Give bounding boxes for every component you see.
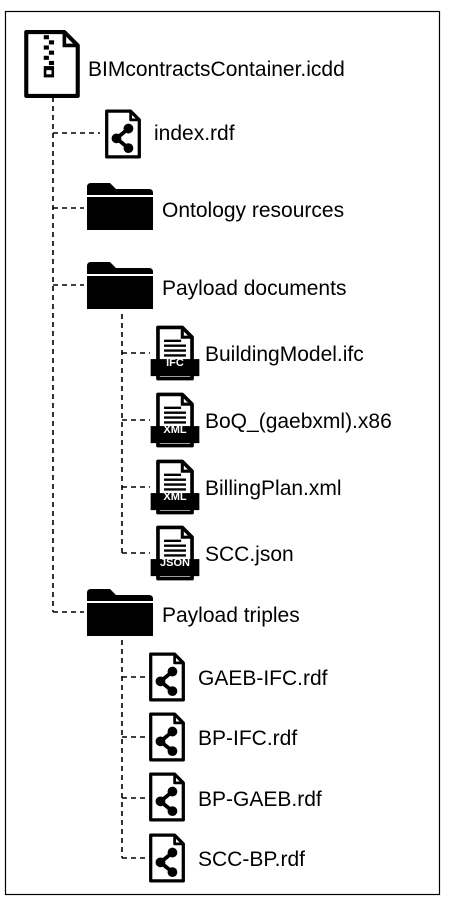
triple-file-node: BP-IFC.rdf bbox=[148, 712, 297, 762]
rdf-file-icon bbox=[148, 772, 186, 822]
rdf-file-icon bbox=[148, 712, 186, 762]
file-type-badge: XML bbox=[163, 424, 187, 436]
document-file-node: IFC BuildingModel.ifc bbox=[150, 325, 364, 381]
folder-icon bbox=[86, 587, 154, 638]
triple-file-node: GAEB-IFC.rdf bbox=[148, 652, 328, 702]
index-rdf-label: index.rdf bbox=[154, 122, 235, 145]
file-type-badge: JSON bbox=[160, 557, 190, 569]
file-type-badge: IFC bbox=[166, 357, 184, 369]
index-rdf-node: index.rdf bbox=[104, 109, 235, 159]
ontology-resources-label: Ontology resources bbox=[162, 199, 344, 222]
ontology-resources-node: Ontology resources bbox=[86, 182, 344, 231]
document-file-label: BuildingModel.ifc bbox=[205, 343, 364, 366]
document-file-label: BoQ_(gaebxml).x86 bbox=[205, 410, 392, 433]
tree-connectors bbox=[52, 97, 150, 859]
container-label: BIMcontractsContainer.icdd bbox=[88, 58, 345, 81]
diagram-frame bbox=[4, 10, 441, 896]
triple-file-node: BP-GAEB.rdf bbox=[148, 772, 322, 822]
triple-file-node: SCC-BP.rdf bbox=[148, 833, 305, 883]
rdf-file-icon bbox=[148, 833, 186, 883]
document-file-node: XML BoQ_(gaebxml).x86 bbox=[150, 392, 392, 448]
document-file-label: SCC.json bbox=[205, 543, 294, 566]
rdf-file-icon bbox=[148, 652, 186, 702]
document-icon bbox=[150, 325, 200, 381]
document-icon bbox=[150, 392, 200, 448]
triple-file-label: SCC-BP.rdf bbox=[198, 848, 305, 871]
payload-triples-label: Payload triples bbox=[162, 604, 300, 627]
document-icon bbox=[150, 459, 200, 515]
payload-documents-node: Payload documents bbox=[86, 260, 346, 311]
container-node: BIMcontractsContainer.icdd bbox=[26, 32, 345, 96]
folder-icon bbox=[86, 182, 154, 231]
document-file-label: BillingPlan.xml bbox=[205, 477, 342, 500]
triple-file-label: BP-IFC.rdf bbox=[198, 727, 297, 750]
document-file-node: XML BillingPlan.xml bbox=[150, 459, 342, 515]
triple-file-label: BP-GAEB.rdf bbox=[198, 788, 322, 811]
payload-triples-node: Payload triples bbox=[86, 587, 300, 638]
folder-icon bbox=[86, 260, 154, 311]
zip-file-icon bbox=[26, 32, 77, 96]
rdf-file-icon bbox=[104, 109, 142, 159]
document-file-node: JSON SCC.json bbox=[150, 525, 294, 581]
payload-documents-label: Payload documents bbox=[162, 277, 346, 300]
document-icon bbox=[150, 525, 200, 581]
file-type-badge: XML bbox=[163, 491, 187, 503]
triple-file-label: GAEB-IFC.rdf bbox=[198, 667, 328, 690]
